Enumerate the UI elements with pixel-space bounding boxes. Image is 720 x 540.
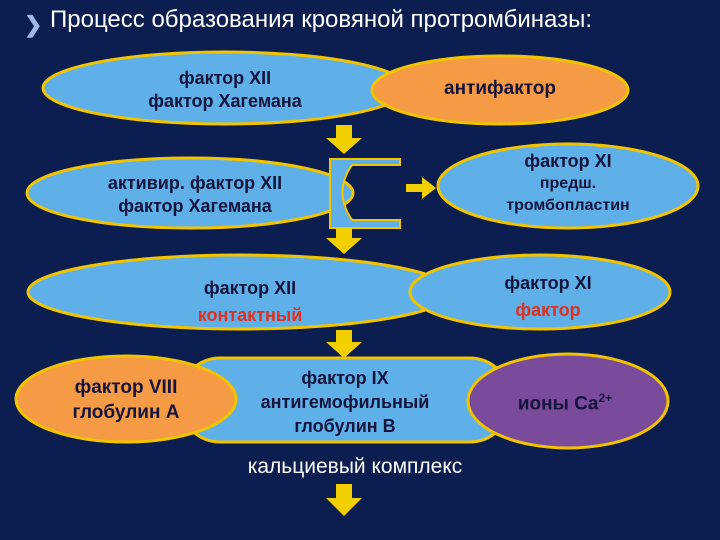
- text-calcium-ions: ионы Ca: [517, 393, 599, 415]
- label-factor-xi-precursor: фактор XI предш. тромбопластин: [468, 150, 668, 217]
- label-factor-ix: фактор IX антигемофильный глобулин В: [225, 366, 465, 438]
- oval-calcium-ions: [466, 352, 670, 450]
- text-globulin-a: глобулин А: [72, 402, 180, 423]
- arrow-right: [406, 177, 436, 199]
- oval-factor-xi-precursor: [436, 142, 700, 230]
- text-contact: контактный: [197, 305, 303, 325]
- arrow-down-3: [326, 330, 362, 358]
- label-activated-factor-xii: активир. фактор XII фактор Хагемана: [60, 172, 330, 218]
- text-activated-factor-xii: активир. фактор XII: [107, 173, 283, 193]
- text-thromboplastin: тромбопластин: [506, 197, 630, 214]
- text-factor-xi: фактор XI: [524, 151, 612, 171]
- arrow-down-2: [326, 228, 362, 254]
- text-factor-xii-3: фактор XII: [203, 278, 297, 298]
- text-factor-viii: фактор VIII: [74, 377, 178, 398]
- text-factor-xi-b: фактор XI: [504, 273, 592, 293]
- label-calcium-complex: кальциевый комплекс: [247, 455, 463, 478]
- text-hageman-2: фактор Хагемана: [118, 196, 272, 216]
- label-factor-xi: фактор XI фактор: [448, 270, 648, 324]
- text-factor-red: фактор: [515, 300, 581, 320]
- oval-antifactor: [370, 54, 630, 126]
- oval-activated-factor-xii: [25, 156, 355, 230]
- text-antihemophilic: антигемофильный: [260, 392, 430, 412]
- text-factor-ix: фактор IX: [301, 368, 389, 388]
- oval-factor-viii: [14, 354, 238, 444]
- page-title: Процесс образования кровяной протромбина…: [50, 6, 593, 33]
- label-contact-factor-xii: фактор XII контактный: [130, 275, 370, 329]
- branch-connector: [329, 158, 401, 229]
- arrow-down-4: [326, 484, 362, 516]
- label-antifactor: антифактор: [444, 78, 556, 99]
- text-hageman: фактор Хагемана: [148, 91, 302, 111]
- label-factor-xii: фактор XII фактор Хагемана: [110, 67, 340, 113]
- chevron-right-icon: ❯: [24, 12, 43, 37]
- oval-factor-xi: [408, 253, 672, 331]
- text-calcium-charge: 2+: [598, 391, 613, 405]
- label-factor-viii: фактор VIII глобулин А: [36, 375, 216, 425]
- arrow-down-1: [326, 125, 362, 154]
- text-precursor: предш.: [539, 175, 597, 192]
- label-calcium-ions: ионы Ca2+: [500, 391, 630, 415]
- text-factor-xii: фактор XII: [178, 68, 272, 88]
- text-globulin-b: глобулин В: [294, 416, 396, 436]
